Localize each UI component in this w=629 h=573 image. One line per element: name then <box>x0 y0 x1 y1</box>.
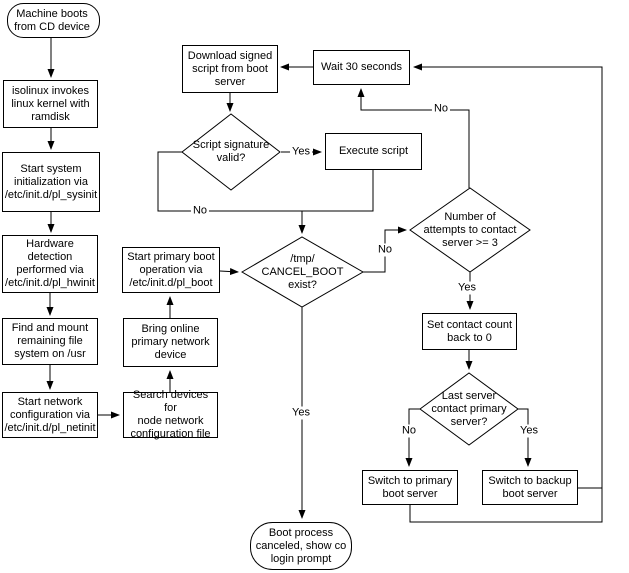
node-wait30: Wait 30 seconds <box>313 50 410 85</box>
node-start-shape <box>7 3 100 38</box>
edge-label-attempts-yes: Yes <box>456 281 478 295</box>
edge-label-last-no: No <box>399 424 419 438</box>
node-findmount: Find and mount remaining file system on … <box>2 318 98 365</box>
node-sysinit: Start system initialization via /etc/ini… <box>2 152 100 212</box>
edge-label-attempts-no: No <box>431 102 451 116</box>
edge-label-sig-no: No <box>190 204 210 218</box>
node-last-server-shape <box>419 372 519 446</box>
node-hwinit: Hardware detection performed via /etc/in… <box>2 235 98 293</box>
node-search-devices: Search devices for node network configur… <box>123 389 218 440</box>
edge-sig-no-and-execute-merge <box>157 151 374 212</box>
node-cancel-boot-shape <box>241 236 365 308</box>
node-switch-backup: Switch to backup boot server <box>482 470 578 505</box>
node-sig-valid-shape <box>181 113 281 191</box>
node-download: Download signed script from boot server <box>182 45 278 93</box>
node-end-shape <box>250 522 352 570</box>
edge-label-sig-yes: Yes <box>290 145 312 159</box>
node-attempts-shape <box>409 187 531 273</box>
node-execute: Execute script <box>325 133 422 170</box>
node-bring-online: Bring online primary network device <box>123 318 218 367</box>
node-set-count: Set contact count back to 0 <box>422 313 517 350</box>
edge-pl-boot-cancel-boot <box>219 268 239 276</box>
edge-attempts-wait30-no <box>357 88 470 188</box>
edge-switch-primary-wait30-feedback <box>409 63 603 523</box>
edge-last-server-switch-backup-yes <box>518 408 532 467</box>
node-pl-boot: Start primary boot operation via /etc/in… <box>122 247 220 293</box>
edge-label-cancel-yes: Yes <box>290 406 312 420</box>
edge-last-server-switch-primary-no <box>405 408 420 467</box>
node-isolinux: isolinux invokes linux kernel with ramdi… <box>3 80 98 128</box>
node-netinit: Start network configuration via /etc/ini… <box>2 392 98 438</box>
edge-label-cancel-no: No <box>375 243 395 257</box>
node-switch-primary: Switch to primary boot server <box>362 470 458 505</box>
edge-label-last-yes: Yes <box>518 424 540 438</box>
